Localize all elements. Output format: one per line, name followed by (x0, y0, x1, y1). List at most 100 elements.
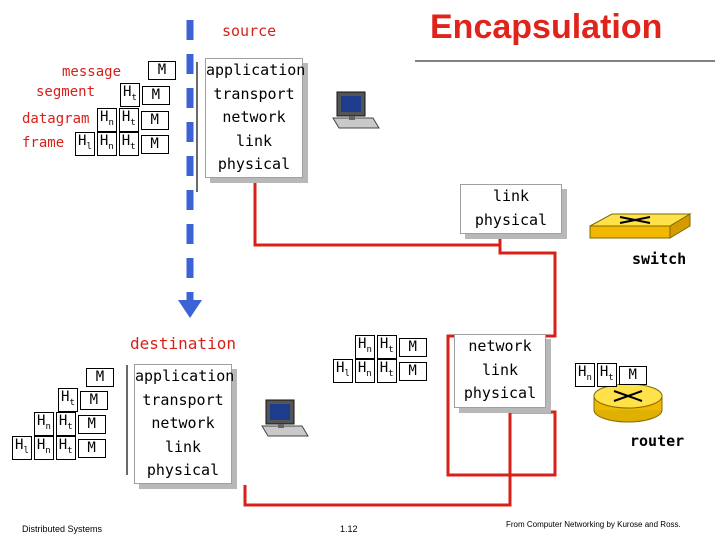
diagram-title: Encapsulation (430, 8, 663, 46)
header-letter: H (123, 83, 132, 100)
header-sub: t (130, 141, 136, 152)
stack-link: link (481, 360, 519, 379)
message-block: M (148, 60, 176, 80)
router-label: router (630, 432, 685, 450)
header-sub: n (45, 445, 51, 456)
header-sub: l (23, 445, 29, 456)
transport-header: Ht (120, 82, 140, 108)
dashed-flow-arrowhead (178, 300, 202, 318)
source-label: source (222, 22, 277, 40)
slide-number: 1.12 (340, 524, 358, 534)
header-sub: t (388, 344, 394, 355)
header-letter: H (61, 388, 70, 405)
datagram-label: datagram (22, 111, 90, 127)
stack-transport: transport (213, 84, 295, 103)
stack-application: application (206, 61, 306, 79)
header-letter: H (37, 412, 46, 429)
link-header: Hl (75, 131, 95, 157)
title-rule (415, 60, 715, 62)
message-block: M (140, 110, 169, 130)
network-header: Hn (575, 362, 595, 388)
switch-label: switch (632, 250, 687, 268)
header-letter: H (599, 363, 609, 380)
header-sub: n (45, 421, 51, 432)
message-block: M (77, 438, 106, 458)
message-block: M (86, 367, 114, 387)
header-sub: n (366, 368, 372, 379)
header-sub: n (586, 372, 592, 383)
message-label: message (62, 64, 122, 80)
message-block: M (77, 414, 106, 434)
stack-physical: physical (217, 155, 291, 173)
link-header: Hl (12, 435, 32, 461)
footer-left: Distributed Systems (22, 524, 103, 534)
message-block: M (140, 134, 169, 154)
transport-header: Ht (118, 107, 139, 133)
header-letter: H (99, 132, 109, 149)
network-header: Hn (34, 411, 54, 437)
header-sub: n (108, 141, 114, 152)
packet-path-line (243, 180, 557, 507)
network-header: Hn (96, 131, 117, 157)
network-header: Hn (355, 334, 375, 360)
header-sub: l (344, 368, 350, 379)
header-letter: H (121, 132, 131, 149)
header-letter: H (121, 108, 131, 125)
header-sub: n (108, 117, 114, 128)
network-header: Hn (97, 107, 117, 133)
stack-link: link (492, 187, 530, 205)
message-block: M (398, 361, 427, 381)
stack-physical: physical (146, 461, 220, 479)
destination-label: destination (130, 334, 236, 353)
stack-network: network (151, 414, 215, 432)
stack-physical: physical (463, 384, 537, 402)
source-message-packet: M (148, 60, 176, 80)
transport-header: Ht (118, 131, 139, 157)
network-header: Hn (354, 358, 375, 384)
stack-network: network (468, 337, 532, 355)
transport-header: Ht (376, 334, 397, 360)
header-letter: H (78, 132, 87, 149)
stack-transport: transport (142, 390, 224, 409)
header-letter: H (58, 436, 68, 453)
header-letter: H (15, 436, 24, 453)
message-block: M (618, 365, 647, 385)
stack-link: link (164, 437, 202, 456)
stack-network: network (222, 108, 286, 126)
header-sub: t (130, 117, 136, 128)
transport-header: Ht (58, 387, 78, 413)
message-block: M (79, 390, 108, 410)
transport-header: Ht (55, 411, 76, 437)
frame-label: frame (22, 135, 65, 151)
header-letter: H (36, 436, 46, 453)
stack-application: application (135, 367, 235, 385)
link-header: Hl (333, 358, 353, 384)
message-block: M (141, 85, 170, 105)
header-letter: H (379, 335, 389, 352)
source-protocol-stack: application transport network link physi… (205, 58, 306, 178)
network-header: Hn (33, 435, 54, 461)
stack-physical: physical (474, 210, 548, 229)
header-letter: H (336, 359, 345, 376)
segment-label: segment (36, 84, 96, 100)
header-sub: n (366, 344, 372, 355)
header-sub: t (131, 92, 137, 103)
router-protocol-stack: network link physical (454, 334, 546, 408)
header-sub: t (69, 397, 75, 408)
destination-protocol-stack: application transport network link physi… (134, 364, 235, 484)
header-letter: H (100, 108, 109, 125)
switch-protocol-stack: link physical (460, 184, 562, 234)
transport-header: Ht (596, 362, 617, 388)
header-sub: t (67, 421, 73, 432)
header-letter: H (578, 363, 587, 380)
